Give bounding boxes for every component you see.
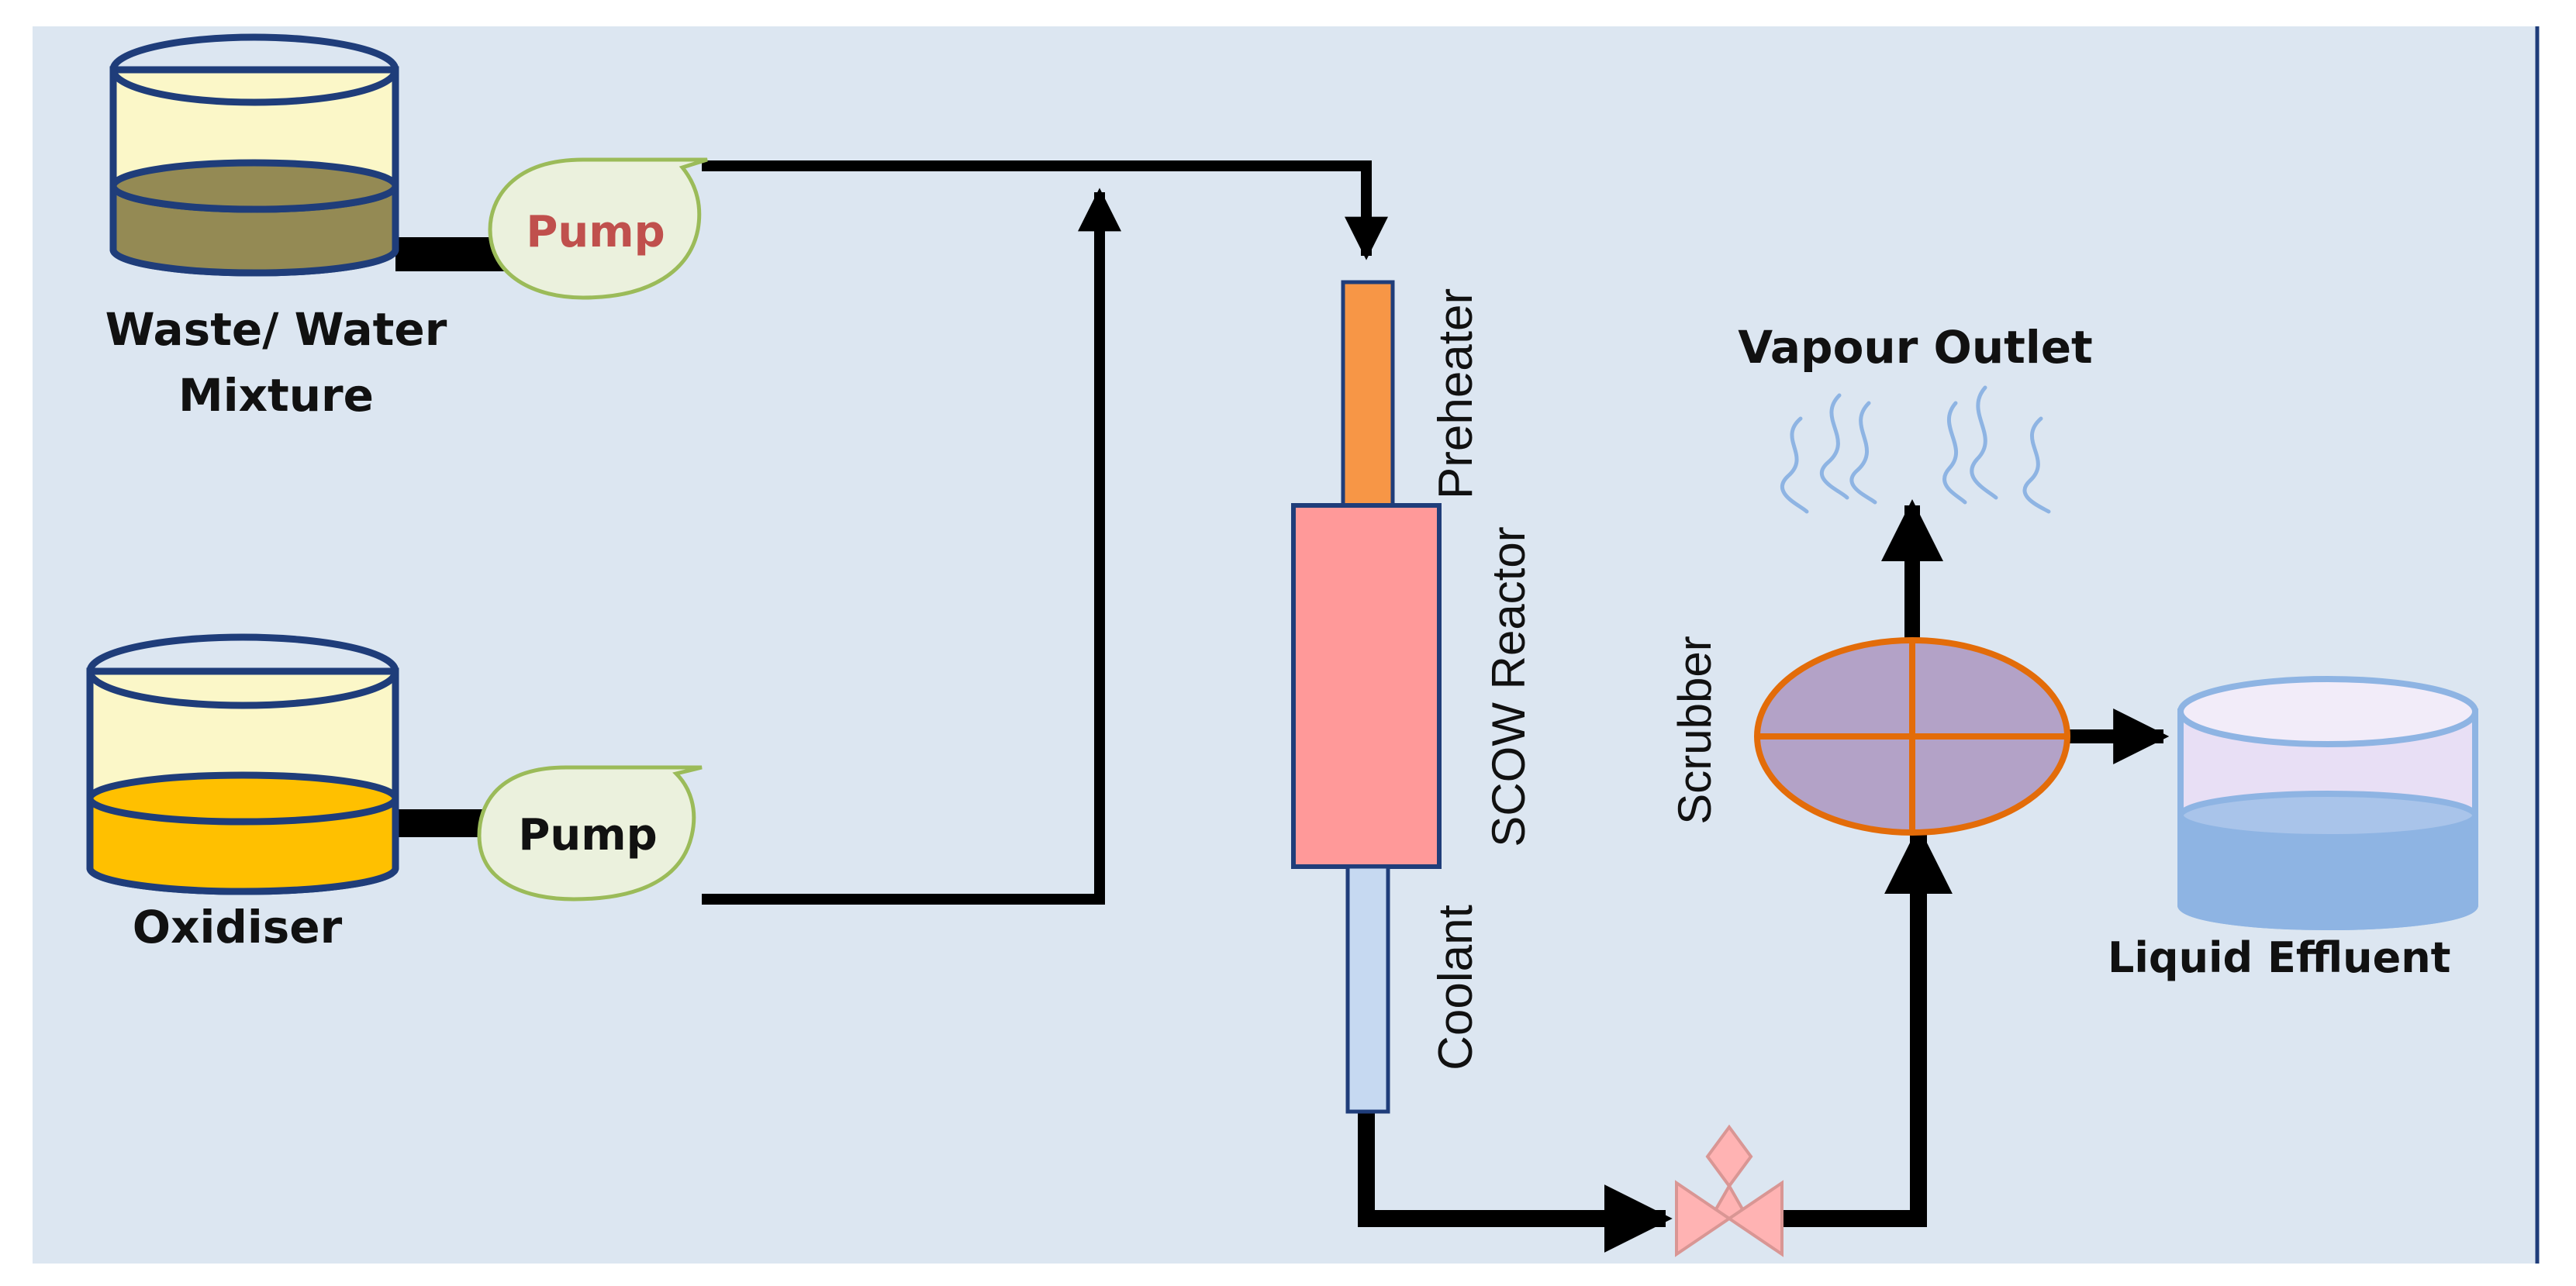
- oxidiser-tank: [86, 633, 399, 895]
- coolant: [1345, 864, 1390, 1114]
- pipe-valve-to-scrubber: [1784, 826, 1953, 1227]
- scow-reactor: [1291, 503, 1442, 869]
- pump-top-label: Pump: [526, 207, 665, 257]
- waste-water-label-line1: Waste/ Water: [105, 303, 447, 356]
- waste-water-label-line2: Mixture: [178, 369, 374, 422]
- preheater-label: Preheater: [1429, 288, 1483, 499]
- scrubber: [1754, 637, 2070, 836]
- vapour-waves: [1780, 385, 2051, 514]
- coolant-label: Coolant: [1429, 905, 1483, 1071]
- pump-top: Pump: [488, 157, 708, 300]
- pump-bottom: Pump: [477, 765, 703, 902]
- pipe-coolant-to-valve: [1358, 1112, 1673, 1253]
- diagram-panel: [33, 26, 2537, 1264]
- scrubber-label: Scrubber: [1669, 636, 1721, 824]
- valve: [1675, 1124, 1784, 1257]
- vapour-outlet-label: Vapour Outlet: [1738, 321, 2093, 374]
- oxidiser-label: Oxidiser: [133, 901, 343, 953]
- scow-reactor-label: SCOW Reactor: [1483, 526, 1535, 846]
- liquid-effluent-label: Liquid Effluent: [2108, 933, 2450, 982]
- pipes: [395, 160, 2170, 1253]
- pipe-bottom-pump-to-junction: [702, 188, 1121, 905]
- pipe-top-pump-to-preheater: [702, 160, 1388, 260]
- waste-water-tank: [109, 33, 399, 277]
- liquid-effluent-tank: [2177, 676, 2478, 930]
- pump-bottom-label: Pump: [518, 810, 657, 860]
- preheater: [1341, 280, 1395, 508]
